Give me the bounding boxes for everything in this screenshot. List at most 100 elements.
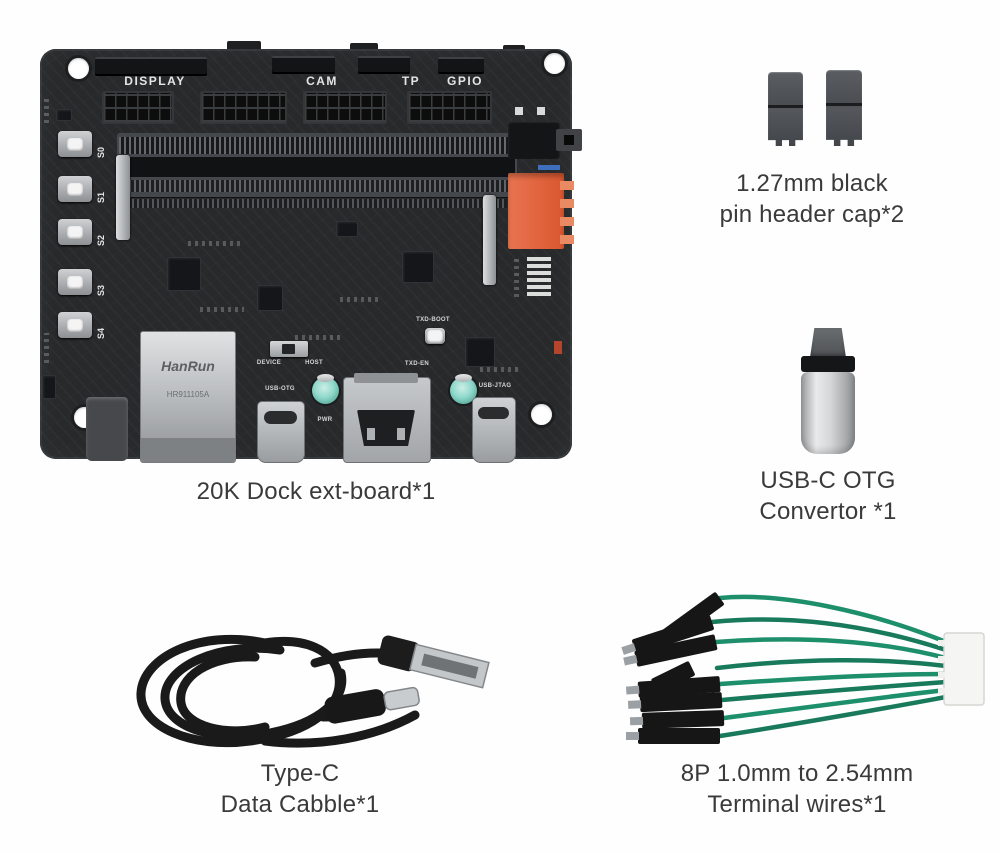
hdmi-port (343, 373, 431, 463)
edge-connector-pins-bottom (119, 180, 515, 192)
ethernet-face (141, 438, 235, 462)
caption-line: Convertor *1 (759, 498, 897, 525)
white-8p-connector (943, 632, 985, 706)
component (537, 107, 545, 115)
mounting-hole (68, 58, 89, 79)
button-s1 (58, 176, 92, 202)
silkscreen-marks (44, 97, 49, 123)
pin-header-gpio (407, 91, 492, 124)
chip (402, 251, 434, 283)
mounting-hole (544, 53, 565, 74)
pin-header-caps-photo: 1.27mm black pin header cap*2 (652, 60, 972, 260)
button-label-s1: S1 (96, 191, 106, 203)
connector-teeth (938, 640, 945, 694)
silkscreen-label-pwr: PWR (317, 417, 333, 423)
silkscreen-label-cam: CAM (306, 74, 338, 88)
terminal-pin (560, 199, 574, 208)
silkscreen-marks (340, 297, 380, 302)
usb-mode-switch (270, 341, 308, 357)
button-s0 (58, 131, 92, 157)
type-c-plug (324, 686, 420, 724)
micro-usb-plug (810, 328, 846, 358)
silkscreen-label-usb-otg: USB-OTG (265, 386, 295, 392)
hdmi-contact (397, 428, 405, 440)
button-s3 (58, 269, 92, 295)
board-caption: 20K Dock ext-board*1 (196, 478, 436, 505)
silkscreen-marks (200, 307, 244, 312)
type-c-cable-caption: Type-C Data Cabble*1 (140, 758, 460, 820)
dupont-housings (621, 592, 725, 744)
pin-header-caps-caption: 1.27mm black pin header cap*2 (652, 168, 972, 230)
component (538, 165, 560, 170)
caption-line: Terminal wires*1 (707, 791, 887, 818)
ethernet-brand: HanRun (161, 358, 215, 374)
fpc-slot-tp (358, 56, 410, 74)
chip (167, 257, 201, 291)
caption-line: Type-C (260, 760, 340, 787)
mounting-hole (531, 404, 552, 425)
jumper-cap (826, 70, 862, 146)
button-s4 (58, 312, 92, 338)
usb-a-connector (377, 635, 490, 689)
usb-otg-port (257, 401, 305, 463)
silkscreen-marks (44, 333, 49, 363)
audio-jack-barrel (556, 129, 582, 151)
button-s2 (58, 219, 92, 245)
silkscreen-label-device: DEVICE (256, 360, 282, 366)
wires-drawing (621, 592, 985, 744)
capacitor (312, 374, 339, 404)
caption-line: Data Cabble*1 (220, 791, 380, 818)
silkscreen-label-host: HOST (305, 360, 323, 366)
chip (336, 221, 358, 237)
silkscreen-marks (480, 367, 520, 372)
silkscreen-label-txd-en: TXD-EN (404, 361, 430, 367)
usb-jtag-port (472, 397, 516, 463)
usb-c-otg-caption: USB-C OTG Convertor *1 (678, 465, 978, 527)
silkscreen-marks (295, 335, 343, 340)
fpc-slot-display (95, 57, 207, 76)
adapter-body (801, 372, 855, 454)
terminal-wires-photo: 8P 1.0mm to 2.54mm Terminal wires*1 (592, 578, 1000, 838)
hdmi-lip (354, 373, 418, 383)
silkscreen-label-boot: TXD-BOOT (416, 317, 450, 323)
audio-jack (508, 121, 560, 159)
edge-connector-pins-top (119, 137, 515, 154)
component (554, 341, 562, 354)
audio-jack-opening (564, 135, 574, 145)
silkscreen-marks (514, 257, 519, 297)
caption-line: 1.27mm black (736, 170, 888, 197)
switch-knob (282, 344, 295, 354)
board-photo: DISPLAY CAM TP GPIO S0 S1 S2 S3 S4 (40, 41, 585, 515)
usb-c-opening (264, 411, 297, 424)
silkscreen-label-tp: TP (401, 74, 421, 88)
adapter-collar (801, 356, 855, 372)
boot-button (425, 328, 445, 344)
chip (56, 109, 72, 121)
dip-switch-array (527, 257, 551, 297)
silkscreen-label-usb-jtag: USB-JTAG (478, 383, 512, 389)
pin-row (127, 199, 507, 208)
button-label-s4: S4 (96, 327, 106, 339)
caption-line: 8P 1.0mm to 2.54mm (680, 760, 914, 787)
silkscreen-label-gpio: GPIO (446, 74, 483, 88)
hdmi-opening (357, 410, 415, 446)
pin-header-display (102, 91, 174, 124)
type-c-cable-photo: Type-C Data Cabble*1 (115, 615, 505, 830)
terminal-pin (560, 217, 574, 226)
green-wires (709, 594, 949, 739)
ethernet-model: HR911105A (166, 390, 210, 399)
pin-header-tp (303, 91, 387, 124)
socket-rail-left (116, 155, 130, 240)
fpc-slot-cam (272, 56, 335, 74)
side-port (86, 397, 128, 461)
socket-rail-right (483, 195, 496, 285)
jumper-cap (768, 72, 803, 146)
fpc-slot-gpio (438, 57, 484, 74)
button-label-s0: S0 (96, 146, 106, 158)
cable-drawing (136, 634, 490, 748)
caption-line: pin header cap*2 (719, 201, 905, 228)
button-label-s2: S2 (96, 234, 106, 246)
hdmi-contact (367, 428, 375, 440)
component (515, 107, 523, 115)
